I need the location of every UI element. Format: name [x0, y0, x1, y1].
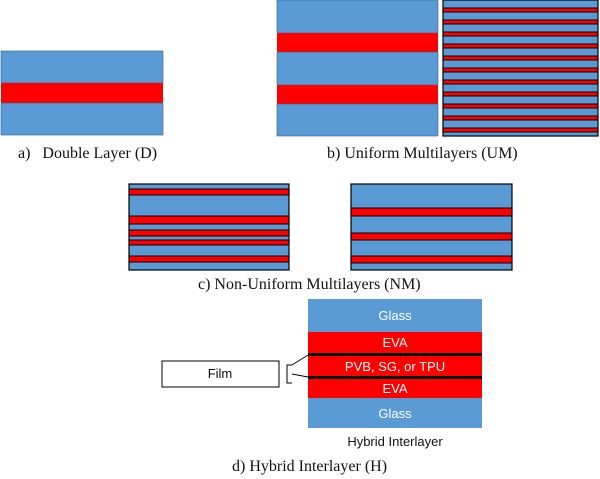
panel-non-uniform-multilayers: c) Non-Uniform Multilayers (NM): [128, 183, 513, 293]
caption-uniform-multilayers: b) Uniform Multilayers (UM): [327, 145, 518, 162]
film-callout-leader-bottom: [291, 373, 309, 378]
hybrid-layer-label: Glass: [378, 308, 412, 323]
caption-hybrid-interlayer: d) Hybrid Interlayer (H): [232, 458, 387, 475]
hybrid-layer-label: Glass: [378, 406, 412, 421]
interlayer: [442, 127, 599, 133]
interlayer: [442, 115, 599, 121]
interlayer: [442, 19, 599, 25]
film-callout-leader-top: [291, 354, 309, 366]
interlayer: [442, 91, 599, 97]
interlayer: [442, 7, 599, 13]
panel-double-layer: a) Double Layer (D): [0, 50, 164, 162]
interlayer: [277, 33, 438, 52]
interlayer: [1, 83, 163, 103]
interlayer: [128, 229, 290, 237]
glass-layer: [276, 51, 439, 86]
film-callout-box: [161, 360, 280, 388]
caption-non-uniform-multilayers: c) Non-Uniform Multilayers (NM): [198, 276, 421, 293]
interlayer: [442, 103, 599, 109]
glass-layer: [276, 103, 439, 137]
interlayer: [128, 188, 290, 196]
hybrid-layer-label: EVA: [382, 335, 407, 350]
interlayer: [442, 43, 599, 49]
uniform-thin-stack-border: [442, 0, 599, 137]
interlayer: [442, 55, 599, 61]
interlayer: [442, 79, 599, 85]
hybrid-eva-top: [308, 332, 482, 353]
interlayer: [350, 232, 513, 241]
interlayer: [350, 207, 513, 217]
film-callout-bracket: [286, 364, 292, 384]
interlayer: [128, 239, 290, 246]
hybrid-glass-top: [308, 299, 482, 332]
hybrid-eva-bottom: [308, 379, 482, 398]
panel-hybrid-interlayer: Glass EVA PVB, SG, or TPU EVA Glass Film…: [161, 299, 482, 475]
hybrid-layer-label: EVA: [382, 381, 407, 396]
non-uniform-stack-left-border: [128, 183, 290, 271]
panel-uniform-multilayers: b) Uniform Multilayers (UM): [276, 0, 599, 162]
glass-layer: [0, 102, 164, 136]
glass-layer: [276, 0, 439, 34]
non-uniform-stack-right-border: [350, 183, 513, 271]
hybrid-core: [308, 356, 482, 376]
interlayer: [128, 255, 290, 263]
interlayer: [442, 31, 599, 37]
hybrid-interlayer-title: Hybrid Interlayer: [347, 434, 443, 449]
interlayer: [128, 215, 290, 225]
glass-layer: [0, 50, 164, 84]
interlayer: [442, 67, 599, 73]
hybrid-layer-label: PVB, SG, or TPU: [345, 359, 445, 374]
interlayer: [350, 255, 513, 264]
film-callout-label: Film: [208, 366, 233, 381]
hybrid-glass-bottom: [308, 398, 482, 428]
interlayer: [277, 85, 438, 104]
caption-double-layer: a) Double Layer (D): [18, 145, 157, 162]
